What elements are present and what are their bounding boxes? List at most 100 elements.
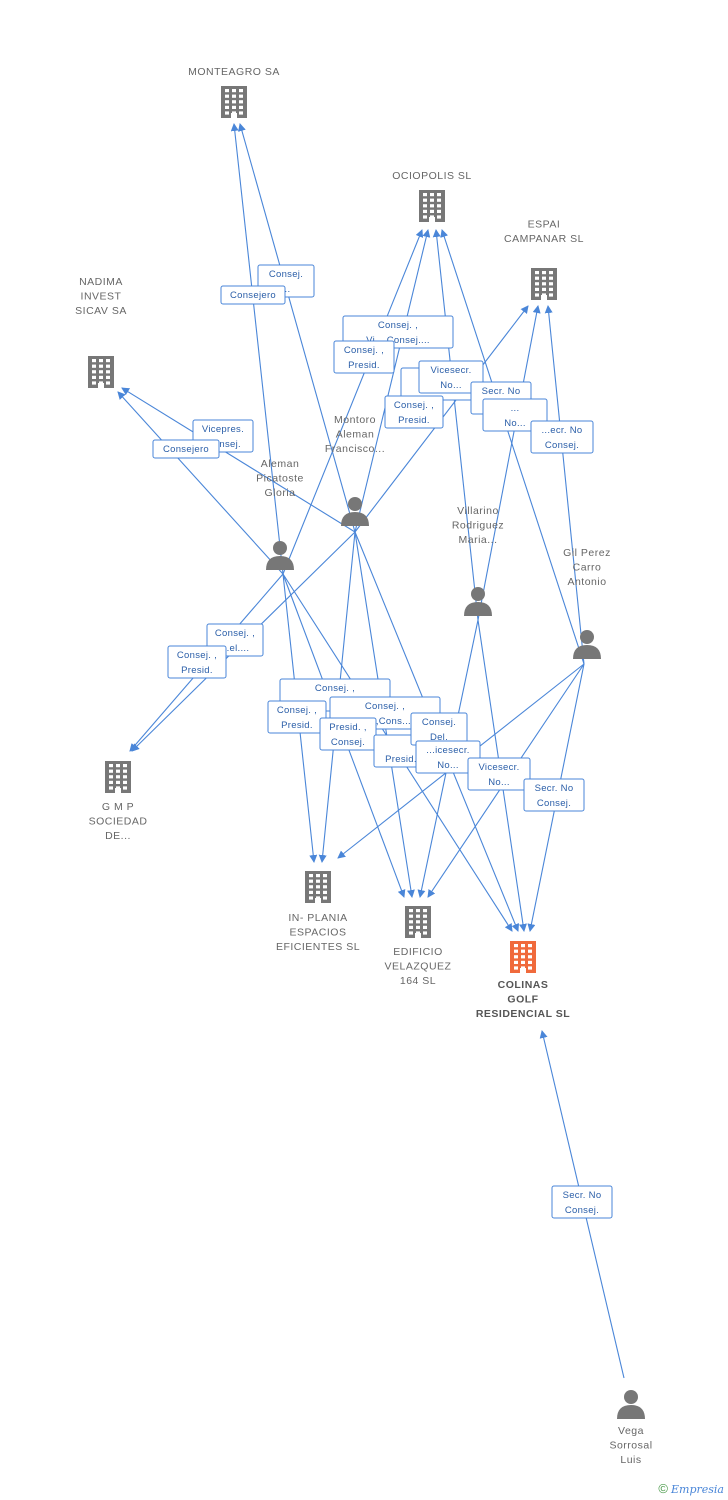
node-label: EFICIENTES SL [276,941,360,953]
edge-label-text: Vicepres. [202,424,244,435]
edge-aleman-to-ociopolis [282,229,424,575]
building-icon [88,356,114,388]
person-icon [464,587,492,616]
person-icon [573,630,601,659]
edge-label-text: Vicesecr. [478,762,519,773]
edge-label-text: Consej. [537,798,571,809]
edge-label-text: Consej. , [394,400,434,411]
node-gmp[interactable]: G M P SOCIEDAD DE... [89,761,148,842]
building-icon [531,268,557,300]
node-label: 164 SL [400,975,436,987]
edge-label-text: Consej. [422,717,456,728]
node-label: OCIOPOLIS SL [392,170,472,182]
node-label: EDIFICIO [393,946,443,958]
node-label: GOLF [507,994,538,1006]
node-label: SICAV SA [75,305,127,317]
edge-label-text: Consej. , [378,320,418,331]
edge-label[interactable]: Consej.Del. [410,712,468,746]
node-label: COLINAS [498,979,549,991]
building-icon [419,190,445,222]
node-label: VELAZQUEZ [385,961,452,973]
edge-label-text: Secr. No [482,386,521,397]
edge-label-text: Presid. [398,415,430,426]
node-label: Francisco... [325,443,385,455]
edge-label[interactable]: Consejero [220,285,286,305]
node-label: SOCIEDAD [89,816,148,828]
edge-label[interactable]: Vicesecr.No... [418,360,484,394]
edge-label-text: Presid. [348,360,380,371]
edge-label[interactable]: Consejero [152,439,220,459]
node-villarino[interactable]: VillarinoRodriguezMaria... [452,505,504,616]
node-label: Picatoste [256,473,304,485]
node-label: MONTEAGRO SA [188,66,280,78]
node-label: ESPACIOS [290,927,347,939]
edge-label-text: ...icesecr. [426,745,469,756]
edge-label-text: No... [437,760,459,771]
node-label: Sorrosal [609,1440,652,1452]
footer-brand[interactable]: © Empresia [658,1481,724,1496]
edge-label-text: Consej. , [215,628,255,639]
edge-label-text: Consej. , [177,650,217,661]
node-label: NADIMA [79,276,123,288]
node-label: Luis [620,1454,641,1466]
building-icon [405,906,431,938]
node-label: G M P [102,801,134,813]
node-label: Gloria [264,487,295,499]
building-icon [221,86,247,118]
node-ociopolis[interactable]: OCIOPOLIS SL [392,170,472,222]
node-monteagro[interactable]: MONTEAGRO SA [188,66,280,118]
node-label: INVEST [81,291,122,303]
edge-montoro-to-monteagro [238,123,356,533]
node-label: Rodriguez [452,520,504,532]
edge-label[interactable]: Presid. ,Consej. [319,717,377,751]
edge-montoro-to-nadima [121,387,356,533]
building-icon [510,941,536,973]
building-icon [105,761,131,793]
brand-name: Empresia [671,1483,724,1496]
edge-label[interactable]: Consej. , Presid. [333,340,395,374]
node-label: Aleman [336,429,375,441]
node-nadima[interactable]: NADIMA INVEST SICAV SA [75,276,127,388]
edge-label[interactable]: Secr. No Consej. [551,1185,613,1219]
building-icon [305,871,331,903]
edge-gilperez-to-espai [544,305,585,665]
edge-label-text: Secr. No [563,1190,602,1201]
node-label: DE... [105,830,131,842]
node-montoro[interactable]: MontoroAlemanFrancisco... [325,414,385,526]
node-label: Vega [618,1425,644,1437]
node-label: Montoro [334,414,376,426]
edge-label-text: Consej. [269,269,303,280]
edge-label[interactable]: Consej. , Presid. [167,645,227,679]
edge-label[interactable]: Consej. ,Presid. [267,700,327,734]
edge-label-text: Presid. [181,665,213,676]
edge-label-text: ...el.... [221,643,250,654]
edge-label[interactable]: Vicesecr.No... [467,757,531,791]
edge-label[interactable]: Consej. ,Vi...,Consej.... [342,315,454,349]
node-edificio[interactable]: EDIFICIO VELAZQUEZ 164 SL [385,906,452,987]
node-label: Carro [573,562,602,574]
edge-label[interactable]: ...icesecr. No... [415,740,481,774]
copyright-symbol: © [658,1481,668,1496]
edge-label-text: Consejero [230,290,276,301]
edge-gilperez-to-ociopolis [440,229,585,665]
edge-aleman-to-nadima [117,391,284,575]
node-label: Antonio [567,576,606,588]
edge-label-text: Presid. , [329,722,367,733]
edge-label-text: Consejero [163,444,209,455]
edge-label-text: Consej. , [344,345,384,356]
edge-label[interactable]: Consej. , Presid. [384,395,444,429]
node-label: ESPAI [528,219,561,231]
edge-label-text: ...ecr. No [541,425,582,436]
edge-label-text: Consej. [565,1205,599,1216]
edges-layer [117,123,625,1379]
edge-label-text: Presid. [281,720,313,731]
